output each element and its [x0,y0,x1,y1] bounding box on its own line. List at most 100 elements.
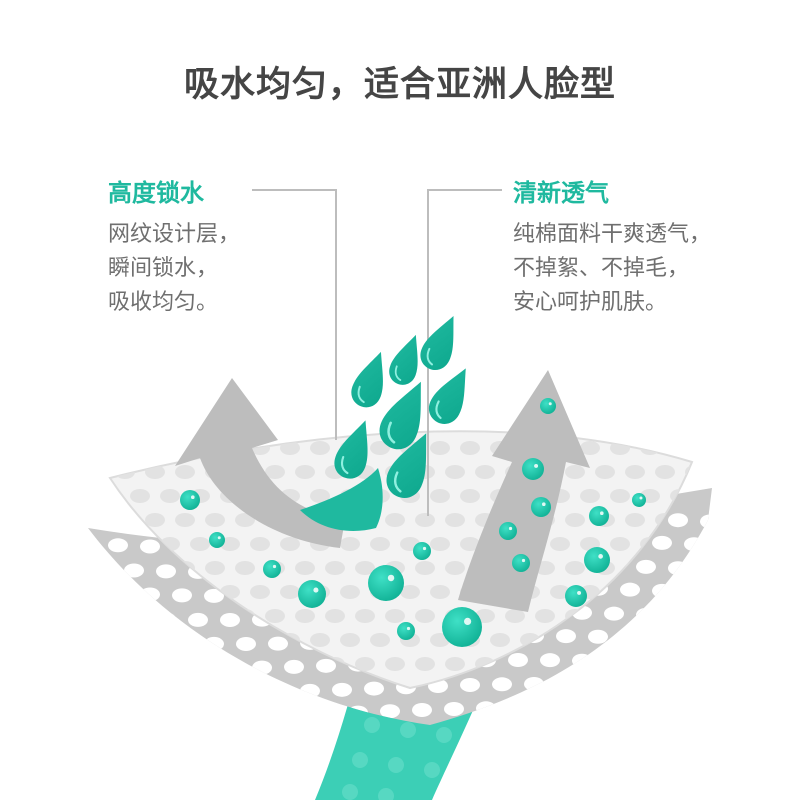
mesh-hole [508,701,528,716]
mesh-hole [252,708,272,723]
mesh-hole [604,654,624,669]
mesh-hole [668,609,688,624]
mesh-hole [236,636,256,651]
fabric-hole [460,441,480,455]
fabric-hole [610,537,630,551]
mesh-hole [748,636,768,650]
page-title: 吸水均匀，适合亚洲人脸型 [183,65,616,105]
fabric-hole [310,441,330,455]
mesh-hole [652,535,672,550]
mesh-hole [108,682,128,697]
mesh-hole [636,607,656,622]
mesh-hole [140,683,160,698]
mesh-hole [204,684,224,699]
fabric-hole [580,489,600,503]
mesh-hole [700,514,712,529]
mesh-hole [172,636,192,651]
mesh-hole [748,588,768,602]
fabric-hole [280,441,300,455]
fabric-hole [685,657,692,671]
mesh-hole [60,705,80,719]
feature-lock-water: 高度锁水 网纹设计层， 瞬间锁水， 吸收均匀。 [108,176,240,320]
mesh-hole [636,559,656,574]
fabric-hole [655,465,675,479]
fabric-hole [460,537,480,551]
fabric-hole [190,537,210,551]
fabric-hole [175,513,195,527]
fabric-hole [430,537,450,551]
mesh-hole [92,658,112,673]
mesh-hole [620,678,640,693]
mesh-hole [204,588,224,603]
fabric-hole [490,633,510,647]
fabric-hole [670,585,690,599]
fabric-hole [295,609,315,623]
fabric-hole [355,561,375,575]
fabric-hole [110,489,120,503]
mesh-hole [732,564,752,578]
absorb-arrow-icon [175,378,345,548]
fabric-hole [110,585,120,599]
fabric-hole [310,489,330,503]
mesh-hole [204,636,224,651]
mesh-hole [108,586,128,601]
water-drop-icon [428,368,466,424]
fabric-hole [670,441,690,455]
mesh-hole [652,631,672,646]
fabric-hole [145,513,165,527]
water-drop-icon [334,420,368,479]
mesh-hole [284,707,304,722]
fabric-hole [340,585,360,599]
fabric-hole [625,657,645,671]
mesh-hole [684,681,704,696]
water-droplets [334,315,466,498]
mesh-hole [700,706,712,721]
mesh-hole [668,513,688,528]
mesh-hole [588,677,608,692]
mesh-hole [652,583,672,598]
moisture-bead [512,554,530,572]
fabric-hole [250,537,270,551]
mesh-hole [748,684,768,698]
mesh-hole [268,636,288,651]
fabric-hole [235,513,255,527]
fabric-hole [160,441,180,455]
fabric-hole [505,609,525,623]
breathable-arrow-icon [458,370,590,612]
moisture-bead [499,522,517,540]
mesh-hole [508,653,528,668]
moisture-bead [368,565,404,601]
moisture-bead [632,493,646,507]
fabric-hole [145,657,165,671]
fabric-hole [280,537,300,551]
fabric-hole [565,561,585,575]
feature-title: 清新透气 [513,179,609,207]
fabric-hole [415,513,435,527]
mesh-hole [300,683,320,698]
mesh-hole [316,706,336,721]
mesh-hole [124,659,144,674]
moisture-bead [209,532,225,548]
fabric-hole [110,633,120,647]
mesh-hole [572,701,592,716]
mesh-hole [60,609,80,623]
feature-line: 网纹设计层， [108,222,241,247]
water-drop-icon [420,315,454,370]
water-drop-icon [351,351,383,408]
moisture-bead [584,547,610,573]
mesh-hole [220,708,240,723]
mesh-hole [364,681,384,696]
mesh-hole [732,708,752,722]
fabric-hole [325,609,345,623]
mesh-hole [684,585,704,600]
fabric-hole [415,609,435,623]
fabric-hole [685,561,692,575]
callout-lines [252,189,502,516]
mesh-hole [700,658,712,673]
water-scoop [300,468,383,531]
mesh-hole [604,606,624,621]
mesh-hole [652,679,672,694]
fabric-hole [565,465,585,479]
